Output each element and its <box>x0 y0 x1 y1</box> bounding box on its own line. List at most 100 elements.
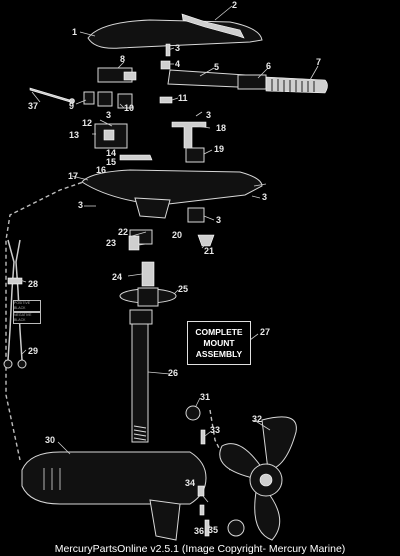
leader-line <box>57 441 71 455</box>
leader-line <box>19 279 27 283</box>
leader-line <box>173 289 179 295</box>
motor-housing <box>21 451 207 505</box>
complete-mount-assembly-label: COMPLETE MOUNT ASSEMBLY <box>187 321 251 365</box>
pivot-block <box>185 147 205 163</box>
grip-texture <box>271 79 315 92</box>
prop-nut <box>185 405 201 421</box>
leader-line <box>99 119 113 127</box>
callout-27: 27 <box>260 327 270 337</box>
callout-34: 34 <box>185 478 195 488</box>
callout-3: 3 <box>106 110 111 120</box>
assembly-label-line: MOUNT <box>203 337 235 348</box>
propeller-blade <box>261 416 297 471</box>
callout-13: 13 <box>69 130 79 140</box>
drive-pin <box>200 429 206 445</box>
leader-line <box>253 183 267 187</box>
callout-5: 5 <box>214 62 219 72</box>
leader-line <box>21 349 27 355</box>
tiller-grip <box>265 76 328 94</box>
callout-12: 12 <box>82 118 92 128</box>
switch-shaft <box>119 154 153 161</box>
leader-line <box>79 31 96 37</box>
assembly-label-line: ASSEMBLY <box>195 348 243 359</box>
leader-line <box>147 371 171 375</box>
callout-3: 3 <box>262 192 267 202</box>
copyright-footer: MercuryPartsOnline v2.5.1 (Image Copyrig… <box>0 542 400 556</box>
leader-line <box>202 495 209 503</box>
callout-19: 19 <box>214 144 224 154</box>
washer <box>197 485 205 497</box>
callout-26: 26 <box>168 368 178 378</box>
composite-shaft <box>131 321 149 443</box>
callout-14: 14 <box>106 148 116 158</box>
callout-1: 1 <box>72 27 77 37</box>
tiller-rod <box>29 87 71 103</box>
cable-clamp <box>83 91 95 105</box>
leader-line <box>31 91 41 103</box>
propeller-blade <box>219 443 263 481</box>
leader-line <box>253 419 271 431</box>
switch-plug <box>123 71 137 81</box>
callout-35: 35 <box>208 525 218 535</box>
leader-line <box>131 231 147 237</box>
propeller-hub-center <box>259 473 273 487</box>
wire-tag-positive: POSITIVE BLACK <box>13 300 41 312</box>
callout-10: 10 <box>124 103 134 113</box>
callout-3: 3 <box>175 43 180 53</box>
anode <box>204 519 210 537</box>
leader-line <box>257 67 269 79</box>
callout-23: 23 <box>106 238 116 248</box>
callout-29: 29 <box>28 346 38 356</box>
callout-24: 24 <box>112 272 122 282</box>
leader-line <box>249 333 259 341</box>
leader-line <box>119 103 125 109</box>
leader-line <box>167 47 175 51</box>
leader-line <box>127 273 143 277</box>
ring-terminal <box>3 359 13 369</box>
assembly-label-line: COMPLETE <box>195 326 243 337</box>
leader-line <box>214 5 233 21</box>
callout-31: 31 <box>200 392 210 402</box>
callout-22: 22 <box>118 227 128 237</box>
lead-sleeve <box>7 277 23 285</box>
callout-9: 9 <box>69 101 74 111</box>
leader-line <box>117 61 125 69</box>
rod-end <box>69 98 75 104</box>
callout-28: 28 <box>28 279 38 289</box>
tiller-bracket <box>171 121 207 149</box>
callout-30: 30 <box>45 435 55 445</box>
shaft-threads <box>133 425 147 441</box>
callout-2: 2 <box>232 0 237 10</box>
callout-33: 33 <box>210 425 220 435</box>
leader-line <box>203 215 215 221</box>
leader-line <box>251 195 261 199</box>
top-cover-stripe <box>181 13 245 39</box>
leader-line <box>201 245 205 249</box>
shaft-clamp <box>129 309 153 325</box>
leader-line <box>195 111 203 117</box>
callout-15: 15 <box>106 157 116 167</box>
motor-ribs <box>43 468 61 490</box>
leader-line <box>171 97 179 101</box>
mount-hub <box>137 287 159 307</box>
lead-wire <box>7 239 23 361</box>
bushing <box>117 93 133 109</box>
callout-6: 6 <box>266 61 271 71</box>
callout-11: 11 <box>178 93 188 103</box>
bearing-lower <box>128 235 140 251</box>
callout-20: 20 <box>172 230 182 240</box>
motor-fin <box>149 499 181 541</box>
housing-neck <box>134 197 171 219</box>
leader-line <box>195 397 201 407</box>
leader-line <box>71 175 89 181</box>
wire-dashed-line <box>5 177 96 461</box>
callout-7: 7 <box>316 57 321 67</box>
tiller-collar <box>237 74 267 90</box>
callout-36: 36 <box>194 526 204 536</box>
callout-3: 3 <box>206 110 211 120</box>
leader-line <box>75 99 87 105</box>
callout-18: 18 <box>216 123 226 133</box>
pivot-clip <box>159 96 173 104</box>
callout-32: 32 <box>252 414 262 424</box>
